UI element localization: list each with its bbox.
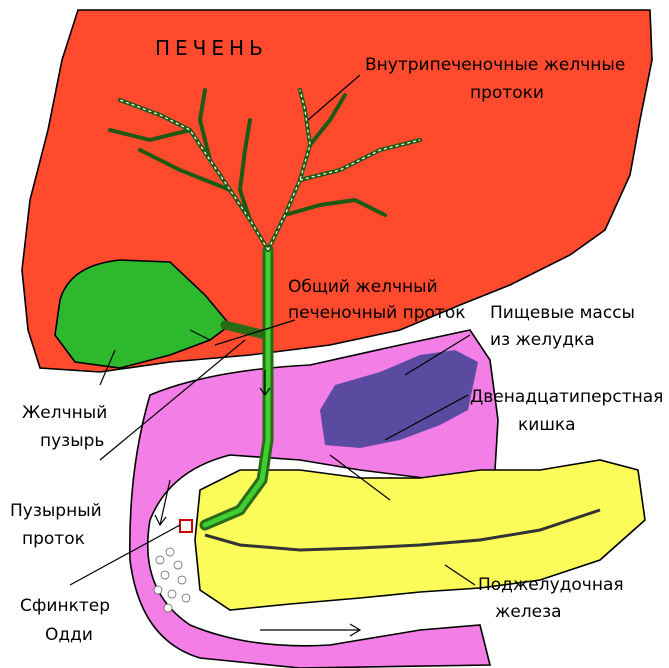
- label-pancreas-1: Поджелудочная: [478, 575, 624, 595]
- sphincter-of-oddi: [180, 520, 192, 532]
- label-pancreas-2: железа: [495, 602, 562, 622]
- label-duodenum-1: Двенадцатиперстная: [470, 387, 663, 407]
- label-cystic-duct-2: проток: [22, 529, 85, 549]
- label-gallbladder-1: Желчный: [22, 403, 107, 423]
- label-food-1: Пищевые массы: [490, 303, 635, 323]
- label-food-2: из желудка: [490, 330, 595, 350]
- label-intrahepatic-ducts-1: Внутрипеченочные желчные: [365, 55, 625, 75]
- label-gallbladder-2: пузырь: [40, 431, 104, 451]
- label-intrahepatic-ducts-2: протоки: [470, 83, 544, 103]
- label-sphincter-1: Сфинктер: [20, 596, 110, 616]
- label-common-duct-2: печеночный проток: [288, 303, 466, 323]
- label-cystic-duct-1: Пузырный: [10, 501, 102, 521]
- liver-title: ПЕЧЕНЬ: [155, 36, 268, 60]
- label-duodenum-2: кишка: [518, 415, 576, 435]
- label-sphincter-2: Одди: [45, 625, 93, 645]
- label-common-duct-1: Общий желчный: [288, 277, 438, 297]
